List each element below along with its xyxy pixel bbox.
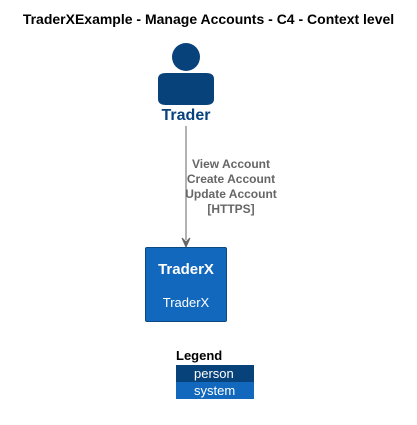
system-box: TraderX TraderX: [145, 247, 227, 322]
legend-item-person: person: [176, 365, 254, 382]
legend-item-label: person: [194, 366, 234, 381]
diagram-title: TraderXExample - Manage Accounts - C4 - …: [22, 11, 395, 27]
relationship-line: [HTTPS]: [207, 202, 255, 216]
person-icon: [158, 43, 214, 105]
relationship-line: Update Account: [185, 187, 277, 201]
person-label: Trader: [161, 107, 211, 124]
relationship-line: Create Account: [186, 172, 276, 186]
system-description: TraderX: [162, 295, 210, 310]
relationship-label: View Account Create Account Update Accou…: [161, 157, 301, 217]
legend-title: Legend: [176, 348, 223, 363]
relationship-line: View Account: [191, 157, 271, 171]
legend-item-label: system: [194, 383, 236, 398]
system-name: TraderX: [158, 261, 214, 278]
legend-item-system: system: [176, 382, 254, 399]
